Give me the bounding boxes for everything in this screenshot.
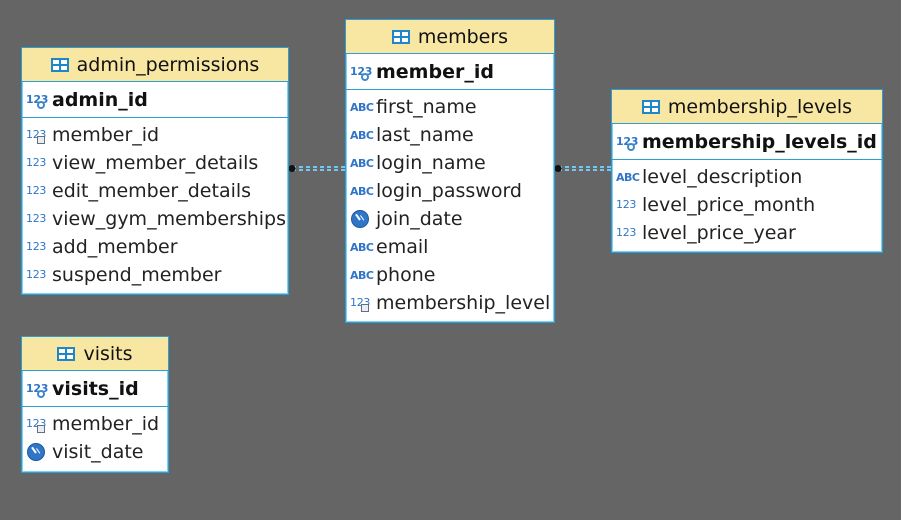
fk-number-icon (26, 125, 46, 145)
entity-fields: member_id visit_date (22, 407, 168, 466)
text-icon (350, 237, 373, 257)
text-icon (350, 181, 373, 201)
text-icon (350, 265, 373, 285)
table-icon (391, 29, 410, 44)
field-row[interactable]: membership_level (346, 289, 554, 317)
field-label: last_name (376, 124, 474, 146)
entity-fields: first_name last_name login_name login_passw… (346, 90, 554, 317)
entity-admin-permissions[interactable]: admin_permissions admin_id member_id view_m… (21, 47, 289, 295)
field-label: visit_date (52, 441, 144, 463)
primary-key-row[interactable]: member_id (346, 54, 554, 90)
field-row[interactable]: member_id (22, 121, 288, 149)
field-row[interactable]: login_password (346, 177, 554, 205)
entity-title: members (417, 25, 509, 48)
field-row[interactable]: suspend_member (22, 261, 288, 289)
field-label: member_id (52, 413, 160, 435)
field-label: membership_level (376, 292, 551, 314)
field-label: join_date (376, 208, 463, 230)
field-label: first_name (376, 96, 477, 118)
field-label: level_price_month (642, 194, 816, 216)
field-row[interactable]: level_price_month (612, 191, 882, 219)
field-label: phone (376, 264, 436, 286)
text-icon (350, 125, 373, 145)
fk-number-icon (350, 293, 370, 313)
field-row[interactable]: edit_member_details (22, 177, 288, 205)
field-label: email (376, 236, 429, 258)
field-label: edit_member_details (52, 180, 252, 202)
primary-key-label: membership_levels_id (642, 130, 877, 153)
field-row[interactable]: level_price_year (612, 219, 882, 247)
fk-number-icon (26, 414, 46, 434)
number-icon (26, 265, 46, 285)
primary-key-label: visits_id (52, 377, 139, 400)
field-label: view_member_details (52, 152, 259, 174)
key-number-icon (26, 90, 48, 110)
field-row[interactable]: member_id (22, 410, 168, 438)
key-number-icon (26, 379, 48, 399)
field-row[interactable]: email (346, 233, 554, 261)
field-row[interactable]: login_name (346, 149, 554, 177)
number-icon (26, 237, 46, 257)
entity-header[interactable]: admin_permissions (22, 48, 288, 82)
entity-visits[interactable]: visits visits_id member_id visit_date (21, 336, 169, 473)
entity-fields: member_id view_member_details edit_member_… (22, 118, 288, 289)
table-icon (641, 99, 660, 114)
primary-key-row[interactable]: membership_levels_id (612, 124, 882, 160)
number-icon (616, 223, 636, 243)
field-label: view_gym_memberships (52, 208, 287, 230)
entity-header[interactable]: visits (22, 337, 168, 371)
field-label: level_description (642, 166, 803, 188)
field-row[interactable]: add_member (22, 233, 288, 261)
entity-fields: level_description level_price_month level_… (612, 160, 882, 247)
field-row[interactable]: last_name (346, 121, 554, 149)
primary-key-label: admin_id (52, 88, 148, 111)
clock-icon (26, 442, 46, 462)
number-icon (26, 153, 46, 173)
field-row[interactable]: first_name (346, 93, 554, 121)
entity-members[interactable]: members member_id first_name last_namelogin… (345, 19, 555, 323)
field-label: login_password (376, 180, 522, 202)
field-row[interactable]: view_member_details (22, 149, 288, 177)
number-icon (616, 195, 636, 215)
field-label: add_member (52, 236, 178, 258)
entity-header[interactable]: members (346, 20, 554, 54)
field-label: member_id (52, 124, 160, 146)
table-icon (57, 346, 76, 361)
number-icon (26, 181, 46, 201)
entity-title: visits (83, 342, 133, 365)
field-row[interactable]: phone (346, 261, 554, 289)
field-row[interactable]: visit_date (22, 438, 168, 466)
relation-endpoint-dot (288, 165, 296, 172)
field-label: level_price_year (642, 222, 796, 244)
relation-members-membership_levels (554, 165, 611, 172)
field-label: login_name (376, 152, 486, 174)
field-label: suspend_member (52, 264, 222, 286)
relation-endpoint-dot (554, 165, 562, 172)
entity-title: admin_permissions (76, 53, 260, 76)
primary-key-label: member_id (376, 60, 494, 83)
text-icon (616, 167, 639, 187)
primary-key-row[interactable]: admin_id (22, 82, 288, 118)
field-row[interactable]: level_description (612, 163, 882, 191)
text-icon (350, 97, 373, 117)
field-row[interactable]: view_gym_memberships (22, 205, 288, 233)
relation-admin_permissions-members (288, 165, 345, 172)
clock-icon (350, 209, 370, 229)
primary-key-row[interactable]: visits_id (22, 371, 168, 407)
entity-membership-levels[interactable]: membership_levels membership_levels_idlev… (611, 89, 883, 253)
table-icon (50, 57, 69, 72)
entity-header[interactable]: membership_levels (612, 90, 882, 124)
key-number-icon (616, 132, 638, 152)
entity-title: membership_levels (667, 95, 853, 118)
field-row[interactable]: join_date (346, 205, 554, 233)
text-icon (350, 153, 373, 173)
key-number-icon (350, 62, 372, 82)
number-icon (26, 209, 46, 229)
